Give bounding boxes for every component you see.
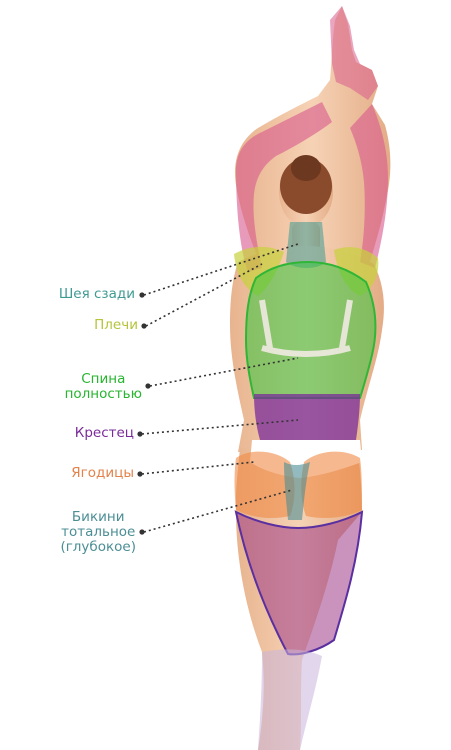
label-bikini: Бикини тотальное (глубокое) <box>60 509 136 555</box>
leader-dots <box>137 292 151 535</box>
label-back: Спина полностью <box>64 371 142 402</box>
legs-zone <box>234 510 364 656</box>
hand-zone <box>330 6 378 100</box>
buttocks-zone-left <box>234 451 295 518</box>
label-neck: Шея сзади <box>58 286 135 302</box>
treatment-zones <box>234 6 388 750</box>
sacrum-zone <box>254 394 360 440</box>
bra-strap <box>259 299 353 357</box>
leader-buttocks <box>141 461 255 475</box>
bikini-zone <box>284 462 310 520</box>
lower-legs-zone <box>258 649 322 750</box>
shoulders-zone-left <box>234 246 284 296</box>
buttocks-zone-right <box>301 451 362 518</box>
leader-sacrum <box>141 419 299 435</box>
label-buttocks: Ягодицы <box>71 465 134 481</box>
leader-shoulders <box>145 263 263 327</box>
back-zone <box>244 260 377 399</box>
label-sacrum: Крестец <box>74 425 134 441</box>
leader-bikini <box>143 489 293 533</box>
arm-zone-left <box>236 102 332 272</box>
arm-zone-right <box>350 104 388 268</box>
leader-back <box>149 357 299 387</box>
neck-zone <box>286 222 326 268</box>
label-shoulders: Плечи <box>94 317 138 333</box>
leader-lines <box>141 243 299 533</box>
hair <box>280 155 332 214</box>
leader-neck <box>143 243 299 296</box>
